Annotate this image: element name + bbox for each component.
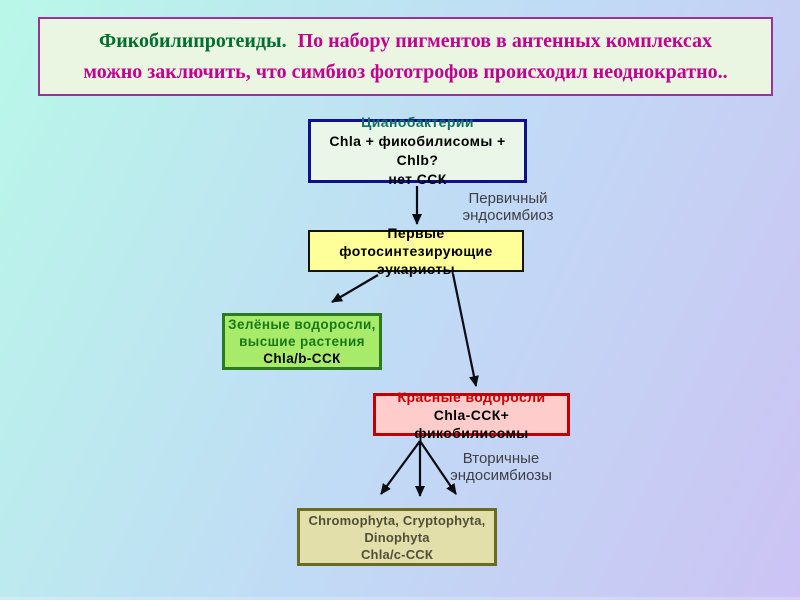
cyanobacteria-pigments: Chla + фикобилисомы + Chlb? xyxy=(329,133,506,168)
node-first-eukaryotes: Первые фотосинтезирующие эукариоты xyxy=(308,225,524,277)
red-algae-title: Красные водоросли xyxy=(397,388,546,405)
green-algae-title-line1: Зелёные водоросли, xyxy=(228,317,376,332)
green-algae-title-line2: высшие растения xyxy=(239,334,365,349)
secondary-hosts-line1: Chromophyta, Cryptophyta, xyxy=(308,512,486,528)
green-algae-pigments: Chla/b-ССК xyxy=(263,351,341,366)
arrow-secondary-left-icon xyxy=(380,440,421,495)
secondary-label-line1: Вторичные xyxy=(462,450,540,467)
title-rest-line1: По набору пигментов в антенных комплекса… xyxy=(297,29,712,52)
cyanobacteria-title: Цианобактерии xyxy=(361,114,474,130)
node-cyanobacteria: Цианобактерии Chla + фикобилисомы + Chlb… xyxy=(308,114,527,187)
first-eukaryotes-line2: эукариоты xyxy=(376,261,456,277)
arrow-to-green-algae-icon xyxy=(331,274,379,303)
title-line-1: Фикобилипротеиды. По набору пигментов в … xyxy=(40,26,771,57)
secondary-label-line2: эндосимбиозы xyxy=(450,467,552,484)
primary-label-line2: эндосимбиоз xyxy=(462,207,554,224)
first-eukaryotes-line1: Первые фотосинтезирующие xyxy=(339,225,493,259)
slide-bottom-edge xyxy=(0,597,800,600)
node-green-algae: Зелёные водоросли, высшие растения Chla/… xyxy=(222,313,382,370)
node-red-algae: Красные водоросли Chla-ССК+ фикобилисомы xyxy=(373,389,570,441)
secondary-hosts-line2: Dinophyta xyxy=(364,529,430,545)
title-rest-line2: можно заключить, что симбиоз фототрофов … xyxy=(83,60,728,83)
label-secondary-endosymbioses: Вторичные эндосимбиозы xyxy=(445,450,557,484)
slide-title-banner: Фикобилипротеиды. По набору пигментов в … xyxy=(38,17,773,96)
primary-label-line1: Первичный xyxy=(468,190,548,207)
label-primary-endosymbiosis: Первичный эндосимбиоз xyxy=(448,190,568,224)
arrow-to-red-algae-icon xyxy=(451,273,479,387)
cyanobacteria-no-cck: нет ССК xyxy=(388,171,447,187)
node-secondary-hosts: Chromophyta, Cryptophyta, Dinophyta Chla… xyxy=(297,508,497,566)
secondary-hosts-pigments: Chla/c-ССК xyxy=(360,546,434,562)
arrow-secondary-right-icon xyxy=(419,440,457,495)
red-algae-pigments: Chla-ССК+ фикобилисомы xyxy=(414,406,529,441)
title-lead-text: Фикобилипротеиды. xyxy=(99,29,287,52)
